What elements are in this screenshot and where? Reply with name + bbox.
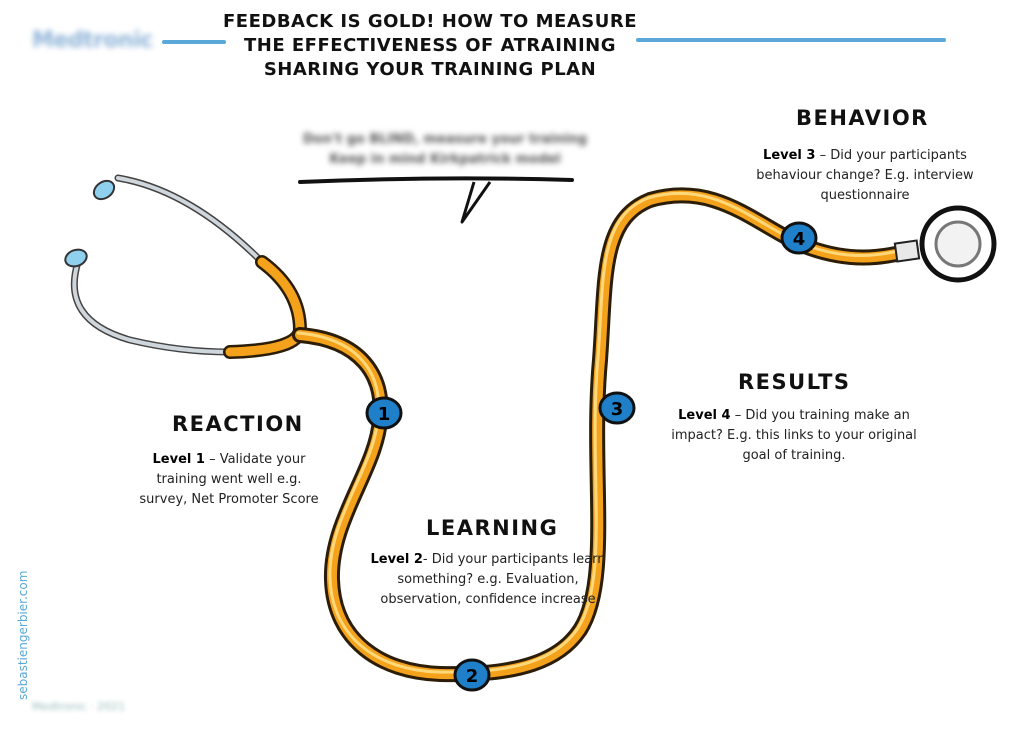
badge-2: 2 xyxy=(453,658,491,692)
title-line-2: THE EFFECTIVENESS OF ATRAINING xyxy=(243,35,616,56)
badge-3: 3 xyxy=(598,391,636,425)
speech-bubble-text: Don't go BLIND, measure your training Ke… xyxy=(290,130,600,170)
desc-line: goal of training. xyxy=(742,448,846,463)
badge-1: 1 xyxy=(365,396,403,430)
level-label: Level 4 xyxy=(678,408,731,423)
level-label: Level 3 xyxy=(763,148,816,163)
desc-line: training went well e.g. xyxy=(156,472,302,487)
title-line-1: FEEDBACK IS GOLD! HOW TO MEASURE xyxy=(222,11,637,32)
badge-3-number: 3 xyxy=(611,399,624,420)
side-credit: sebastiengerbier.com xyxy=(16,560,36,700)
desc-line: – Did your participants xyxy=(819,148,967,163)
desc-line: - Did your participants learn xyxy=(422,552,606,567)
speech-bubble-tail xyxy=(460,181,492,224)
title-line-3: SHARING YOUR TRAINING PLAN xyxy=(263,59,597,80)
footer-credit: Medtronic · 2021 xyxy=(32,700,126,713)
desc-line: observation, confidence increase xyxy=(380,592,596,607)
bubble-line-2: Keep in mind Kirkpatrick model xyxy=(329,152,561,167)
header-rule-left xyxy=(162,40,226,44)
level-label: Level 1 xyxy=(152,452,205,467)
stage-desc-reaction: Level 1 – Validate your training went we… xyxy=(124,450,334,510)
desc-line: – Validate your xyxy=(209,452,306,467)
stage-title-results: RESULTS xyxy=(738,370,851,394)
badge-1-number: 1 xyxy=(378,404,391,425)
desc-line: survey, Net Promoter Score xyxy=(139,492,319,507)
side-credit-text: sebastiengerbier.com xyxy=(16,570,30,700)
brand-logo: Medtronic xyxy=(32,28,153,53)
badge-2-number: 2 xyxy=(466,666,479,687)
bubble-line-1: Don't go BLIND, measure your training xyxy=(302,132,588,147)
badge-4: 4 xyxy=(780,221,818,255)
speech-bubble-line xyxy=(298,176,574,184)
stethoscope-chestpiece xyxy=(893,205,997,283)
stage-desc-learning: Level 2- Did your participants learn som… xyxy=(350,550,626,610)
desc-line: questionnaire xyxy=(820,188,910,203)
stage-desc-behavior: Level 3 – Did your participants behaviou… xyxy=(720,146,1010,206)
header-rule-right xyxy=(636,38,946,42)
stage-desc-results: Level 4 – Did you training make an impac… xyxy=(656,406,932,466)
desc-line: behaviour change? E.g. interview xyxy=(756,168,974,183)
desc-line: something? e.g. Evaluation, xyxy=(397,572,579,587)
stethoscope-earpieces xyxy=(64,174,266,356)
stage-title-reaction: REACTION xyxy=(172,412,304,436)
stage-title-learning: LEARNING xyxy=(426,516,559,540)
badge-4-number: 4 xyxy=(793,229,806,250)
desc-line: – Did you training make an xyxy=(734,408,910,423)
level-label: Level 2 xyxy=(370,552,423,567)
page-title: FEEDBACK IS GOLD! HOW TO MEASURE THE EFF… xyxy=(200,10,660,82)
stage-title-behavior: BEHAVIOR xyxy=(796,106,929,130)
desc-line: impact? E.g. this links to your original xyxy=(671,428,917,443)
